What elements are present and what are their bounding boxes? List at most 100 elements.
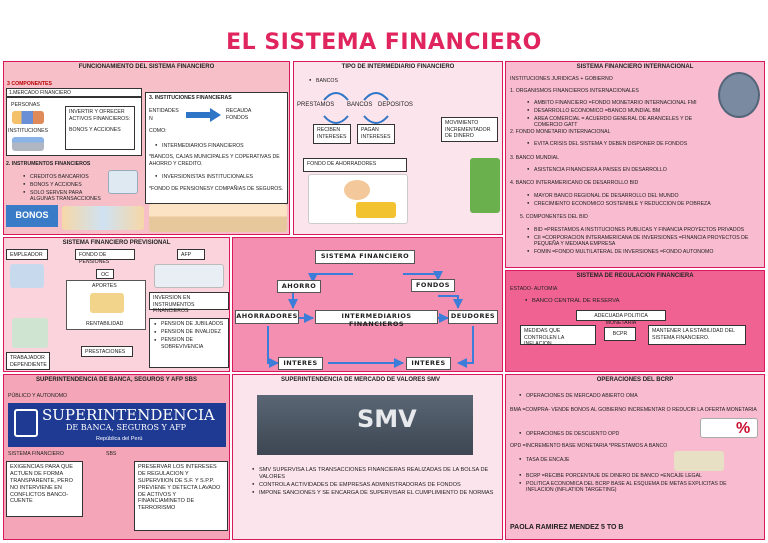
h5: 5. COMPONENTES DEL BID	[520, 214, 588, 220]
bancos-item: BANCOS	[308, 78, 388, 84]
medidas-box: MEDIDAS QUE CONTROLEN LA INFLACION	[520, 325, 596, 347]
l5-item: CII =CORPORACION INTERAMERICANA DE INVER…	[526, 235, 760, 247]
bcrp-item: BCRP =RECIBE PORCENTAJE DE DINERO DE BAN…	[518, 473, 728, 479]
prestamos-label: PRESTAMOS	[297, 102, 335, 108]
employer-icon	[10, 264, 44, 288]
l1-item: DESARROLLO ECONOMICO =BANCO MUNDIAL BM	[526, 108, 716, 114]
cajas-text: *BANCOS, CAJAS MUNICIPALES Y COPERATIVAS…	[149, 154, 280, 167]
personas-label: PERSONAS	[11, 102, 40, 108]
opd-text: OPD =INCREMENTO BASE MONETARIA *PRESTAMO…	[510, 443, 668, 449]
coins-stack-icon	[90, 293, 124, 313]
h1: 1. ORGANISMOS FINANCIEROS INTERNACIONALE…	[510, 88, 639, 94]
trabajador-box: TRABAJADOR DEPENDIENTE	[6, 352, 50, 370]
sbs-title: SUPERINTENDENCIA DE BANCA, SEGUROS Y AFP…	[36, 377, 197, 383]
smv-item: SMV SUPERVISA LAS TRANSACCIONES FINANCIE…	[251, 467, 496, 480]
cash-icon	[470, 158, 500, 213]
l4-item: CRECIMIENTO ECONOMICO SOSTENIBLE Y REDUC…	[526, 201, 756, 207]
finance-illustration	[62, 206, 144, 230]
internacional-panel: SISTEMA FINANCIERO INTERNACIONAL INSTITU…	[505, 61, 765, 268]
sbs-logo: SUPERINTENDENCIA DE BANCA, SEGUROS Y AFP…	[8, 403, 226, 447]
depositos-label: DEPOSITOS	[378, 102, 413, 108]
bcrp-item: OPERACIONES DE DESCUENTO OPD	[518, 431, 668, 437]
fondo-pensiones-text: *FONDO DE PENSIONESY COMPAÑIAS DE SEGURO…	[149, 186, 284, 192]
author-label: PAOLA RAMIREZ MENDEZ 5 TO B	[510, 524, 624, 531]
l5-item: FOMIN =FONDO MULTILATERAL DE INVERSIONES…	[526, 249, 760, 255]
instrumentos-item: BONOS Y ACCIONES	[22, 182, 102, 188]
pagan-box: PAGAN INTERESES	[357, 124, 395, 144]
interes-node-2: INTERES	[406, 357, 451, 370]
money-bag-icon	[674, 451, 724, 471]
bonos-image: BONOS	[6, 205, 58, 227]
smv-panel: SUPERINTENDENCIA DE MERCADO DE VALORES S…	[232, 374, 503, 540]
pension-item: PENSION DE SOBREVIVENCIA	[153, 337, 225, 350]
bancos-label: BANCOS	[347, 102, 373, 108]
bcrp-item: POLITICA ECONOMICA DEL BCRP BASE AL ESQU…	[518, 481, 728, 493]
bcrp-panel: OPERACIONES DEL BCRP OPERACIONES DE MERC…	[505, 374, 765, 540]
coins-icon	[356, 202, 396, 218]
empleador-box: EMPLEADOR	[6, 249, 48, 260]
flow-arrows	[267, 271, 474, 368]
cycle-arrows-icon	[323, 92, 389, 124]
smv-title: SUPERINTENDENCIA DE MERCADO DE VALORES S…	[281, 377, 441, 383]
imf-seal-icon	[718, 72, 760, 118]
percent-icon	[700, 418, 758, 438]
preservar-box: PRESERVAR LOS INTERESES DE REGULACION Y …	[134, 461, 228, 531]
inversionistas-item: INVERSIONISTAS INSTITUCIONALES	[154, 174, 284, 180]
sistema-node: SISTEMA FINANCIERO	[315, 250, 415, 264]
money-head-icon	[344, 180, 370, 200]
pension-item: PENSION DE INVALIDEZ	[153, 329, 225, 336]
exigencias-box: EXIGENCIAS PARA QUE ACTUEN DE FORMA TRAN…	[6, 461, 83, 517]
funcionamiento-panel: FUNCIONAMIENTO DEL SISTEMA FINANCIERO 3 …	[3, 61, 290, 235]
publico-label: PÚBLICO Y AUTONOMO	[8, 393, 68, 399]
banco-central-item: BANCO CENTRAL DE RESERVA	[524, 298, 654, 305]
regulacion-panel: SISTEMA DE REGULACION FINANCIERA ESTADO-…	[505, 270, 765, 372]
sbs-logo-title: SUPERINTENDENCIA	[42, 406, 215, 424]
sbs-logo-sub: DE BANCA, SEGUROS Y AFP	[66, 423, 187, 432]
previsional-title: SISTEMA FINANCIERO PREVISIONAL	[62, 240, 171, 246]
sbs-label: SBS	[106, 451, 117, 457]
institution-icon	[12, 137, 44, 151]
adecuada-box: ADECUADA POLITICA MONETARIA	[576, 310, 666, 326]
prestaciones-box: PRESTACIONES	[81, 346, 133, 357]
bcpr-box: BCPR	[604, 327, 636, 341]
l3-item: ASISTENCIA FINANCIERA A PAISES EN DESARR…	[526, 167, 756, 173]
fondo-ahorradores-box: FONDO DE AHORRADORES	[303, 158, 407, 172]
tipo-title: TIPO DE INTERMEDIARIO FINANCIERO	[341, 64, 455, 70]
regulacion-title: SISTEMA DE REGULACION FINANCIERA	[576, 273, 694, 279]
recauda-label: RECAUDA FONDOS	[226, 108, 252, 121]
h4: 4. BANCO INTERAMERICANO DE DESARROLLO BI…	[510, 180, 639, 186]
right-arrow-icon	[186, 108, 221, 122]
house-icon	[108, 170, 138, 194]
intermediarios-item: INTERMEDIARIOS FINANCIEROS	[154, 143, 284, 149]
reciben-box: RECIBEN INTERESES	[313, 124, 351, 144]
pension-box: PENSION DE JUBILADOS PENSION DE INVALIDE…	[149, 318, 229, 368]
h3: 3. BANCO MUNDIAL	[510, 155, 560, 161]
mantener-box: MANTENER LA ESTABILIDAD DEL SISTEMA FINA…	[648, 325, 746, 345]
worker-icon	[12, 318, 48, 348]
buildings-illustration	[149, 204, 287, 232]
invertir-text: INVERTIR Y OFRECER ACTIVOS FINANCIEROS:	[69, 109, 131, 122]
bcrp-item: OPERACIONES DE MERCADO ABIERTO OMA	[518, 393, 758, 399]
pension-item: PENSION DE JUBILADOS	[153, 321, 225, 328]
instrumentos-list: CREDITOS BANCARIOS BONOS Y ACCIONES SOLO…	[22, 174, 102, 204]
bcrp-title: OPERACIONES DEL BCRP	[596, 377, 674, 383]
l1-item: AREA COMERCIAL = ACUERDO GENERAL DE ARAN…	[526, 116, 716, 128]
l5-item: BID =PRESTAMOS A INSTITUCIONES PUBLICAS …	[526, 227, 760, 233]
smv-logo	[257, 395, 473, 455]
percent-label: %	[736, 420, 751, 437]
deudores-node: DEUDORES	[448, 310, 498, 324]
internacional-title: SISTEMA FINANCIERO INTERNACIONAL	[576, 64, 694, 70]
funcionamiento-title: FUNCIONAMIENTO DEL SISTEMA FINANCIERO	[78, 64, 215, 70]
central-panel: SISTEMA FINANCIERO AHORRO FONDOS AHORRAD…	[232, 237, 503, 372]
sbs-logo-icon	[14, 409, 38, 437]
n-label: N	[149, 116, 153, 122]
smv-item: CONTROLA ACTIVIDADES DE EMPRESAS ADMINIS…	[251, 482, 496, 489]
instrumentos-heading: 2. INSTRUMENTOS FINANCIEROS	[6, 161, 91, 167]
instrumentos-item: SOLO SERVEN PARA ALGUNAS TRANSACCIONES	[22, 190, 102, 202]
afp-icon	[154, 264, 224, 288]
people-icon	[12, 111, 44, 124]
inst-juridicas: INSTITUCIONES JURIDICAS + GOBIERNO	[510, 76, 613, 82]
invertir-box: INVERTIR Y OFRECER ACTIVOS FINANCIEROS: …	[65, 106, 135, 150]
sbs-panel: SUPERINTENDENCIA DE BANCA, SEGUROS Y AFP…	[3, 374, 230, 540]
tipo-panel: TIPO DE INTERMEDIARIO FINANCIERO BANCOS …	[293, 61, 503, 235]
